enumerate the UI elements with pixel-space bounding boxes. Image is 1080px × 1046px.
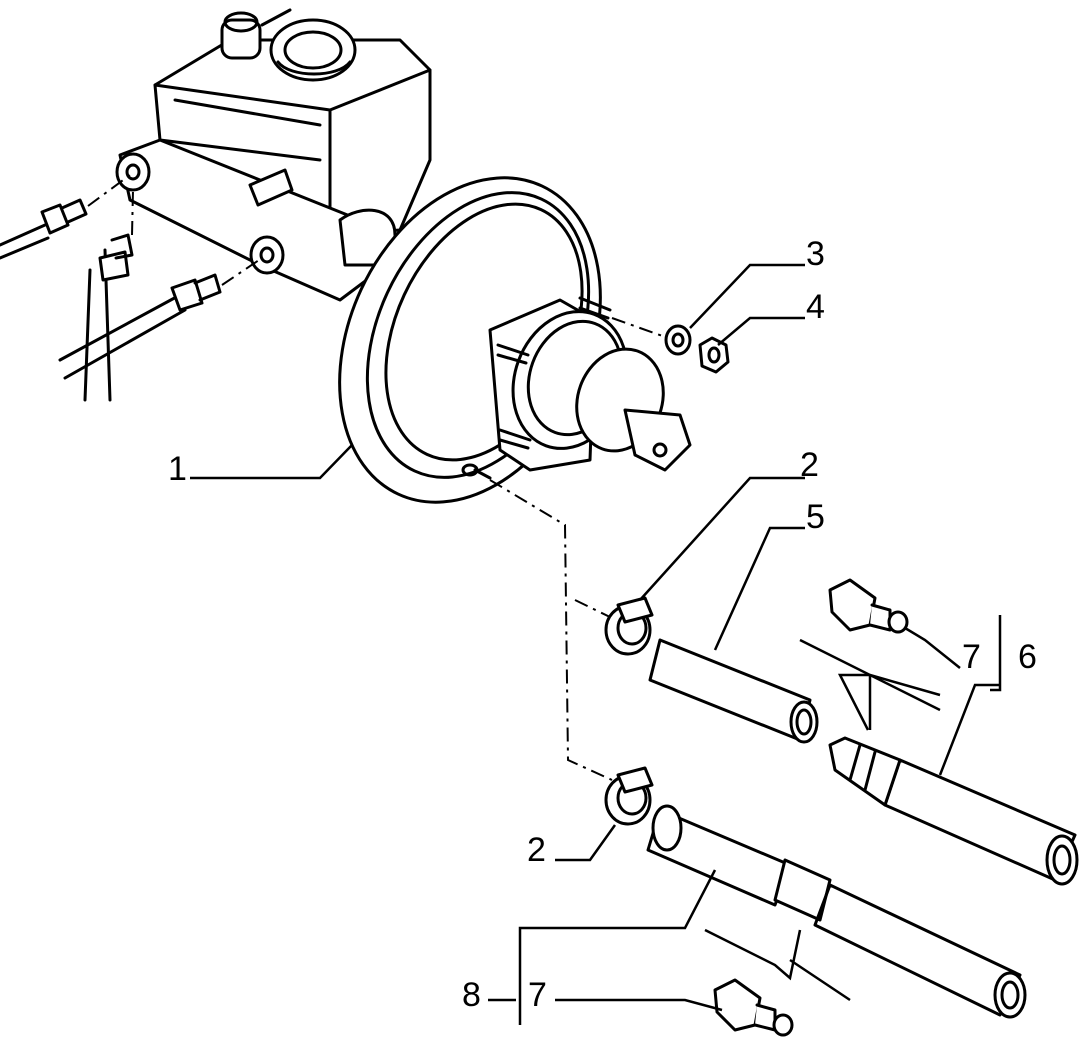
- washer: [664, 324, 692, 356]
- nut: [698, 336, 730, 374]
- hose-clip-upper: [604, 596, 654, 656]
- callout-7-lower: 7: [528, 976, 547, 1014]
- vacuum-hose-assembly-6: [828, 736, 1079, 886]
- hose-clip-lower: [604, 766, 654, 826]
- vacuum-hose-short: [648, 638, 819, 744]
- callout-4: 4: [806, 288, 825, 326]
- callout-3: 3: [806, 235, 825, 273]
- vacuum-hose-assembly-8: [646, 804, 1027, 1019]
- check-valve-lower: [713, 978, 794, 1037]
- callout-1: 1: [168, 450, 187, 488]
- master-cylinder-reservoir: [115, 8, 432, 302]
- callout-6: 6: [1018, 638, 1037, 676]
- callout-2-upper: 2: [800, 446, 819, 484]
- callout-7-upper: 7: [962, 638, 981, 676]
- callout-2-lower: 2: [527, 831, 546, 869]
- callout-8: 8: [462, 976, 481, 1014]
- leader-lines: [190, 263, 1002, 1025]
- brake-lines: [0, 198, 222, 402]
- check-valve-upper: [828, 578, 909, 634]
- brake-booster: [338, 176, 692, 504]
- callout-5: 5: [806, 498, 825, 536]
